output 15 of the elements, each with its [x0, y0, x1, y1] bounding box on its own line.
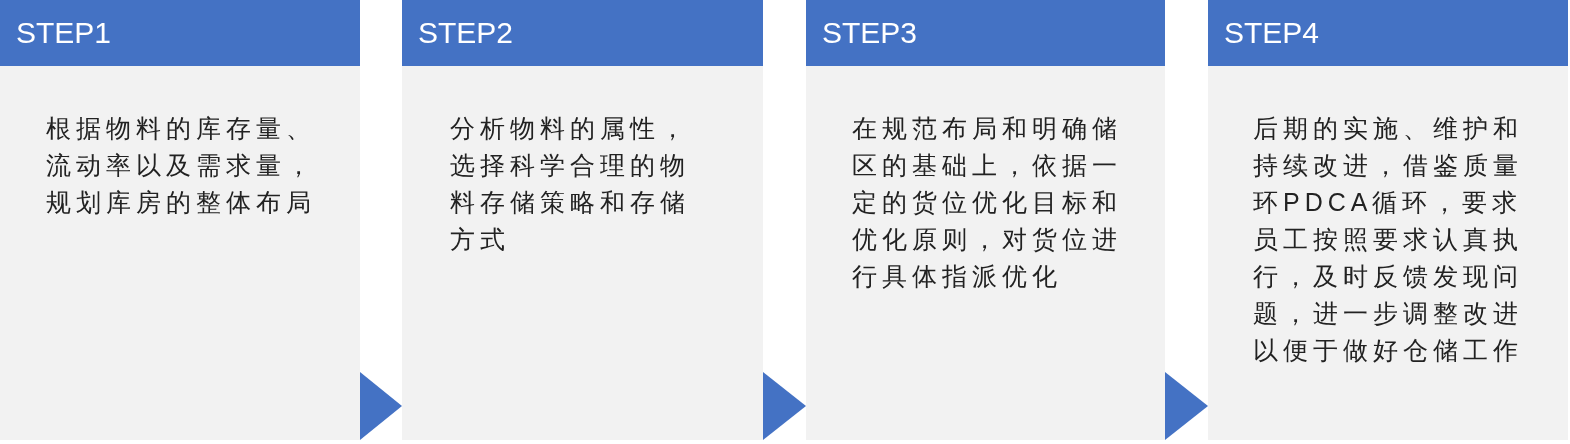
step-panel: [0, 0, 360, 440]
step-panel: [806, 0, 1165, 440]
step-description: 分析物料的属性，选择科学合理的物料存储策略和存储方式: [450, 113, 691, 255]
step-description: 在规范布局和明确储区的基础上，依据一定的货位优化目标和优化原则，对货位进行具体指派优化: [852, 113, 1123, 292]
chevron-arrow: [360, 372, 402, 440]
step-header: STEP2: [402, 0, 763, 66]
chevron-arrow: [1165, 372, 1208, 440]
step-description: 根据物料的库存量、流动率以及需求量，规划库房的整体布局: [46, 113, 317, 218]
chevron-arrow: [763, 372, 806, 440]
step-header: STEP1: [0, 0, 360, 66]
step-description: 后期的实施、维护和持续改进，借鉴质量环PDCA循环，要求员工按照要求认真执行，及时反馈发现问题，进一步调整改进以便于做好仓储工作: [1253, 113, 1524, 366]
step-panel: [402, 0, 763, 440]
step-header: STEP3: [806, 0, 1165, 66]
step-panel: [1208, 0, 1568, 440]
step-header: STEP4: [1208, 0, 1568, 66]
